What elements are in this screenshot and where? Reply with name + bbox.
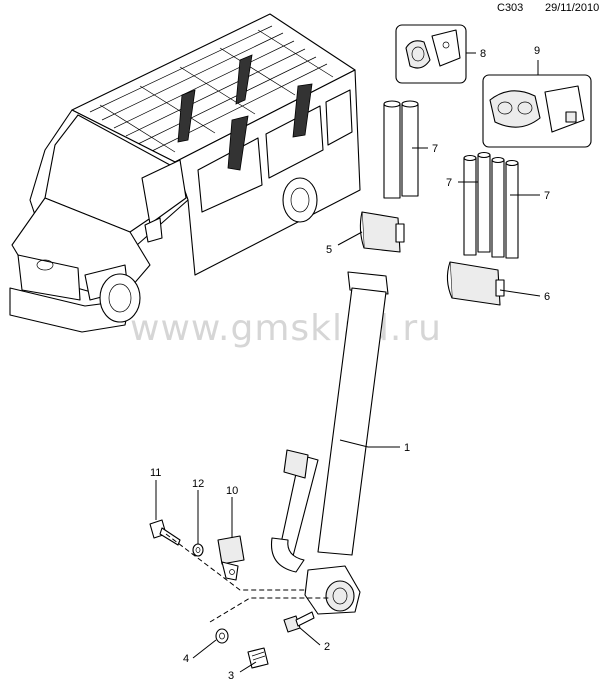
callout-1: 1 (404, 442, 410, 454)
part-5-cap (359, 211, 405, 253)
diagram-date: 29/11/2010 (545, 2, 600, 14)
callout-7-left: 7 (446, 177, 452, 189)
callout-2: 2 (324, 641, 330, 653)
leader-lines (155, 52, 541, 673)
part-7-tubes-quad (463, 151, 519, 259)
callout-12: 12 (192, 478, 204, 490)
part-1-seatbelt (270, 271, 389, 615)
part-12-washer (192, 543, 204, 557)
callout-6: 6 (544, 291, 550, 303)
callout-8: 8 (480, 48, 486, 60)
diagram-code: C303 (497, 2, 524, 14)
callout-labels: 1 2 3 4 5 6 7 7 7 8 9 10 11 12 (150, 45, 550, 682)
assembly-line-lower (209, 597, 330, 623)
part-6-cap (446, 261, 505, 306)
callout-3: 3 (228, 670, 234, 682)
assembly-line-upper (165, 533, 305, 591)
part-7-tubes-pair (383, 100, 419, 199)
part-8-cover (395, 24, 467, 84)
part-2-bolt (283, 611, 315, 633)
part-3-bolt (247, 647, 269, 669)
callout-11: 11 (150, 467, 161, 479)
van-illustration (9, 13, 361, 333)
part-9-cover (482, 74, 592, 148)
callout-4: 4 (183, 653, 189, 665)
callout-7-right: 7 (544, 190, 550, 202)
part-10-bracket (217, 535, 245, 581)
callout-10: 10 (226, 485, 238, 497)
callout-7-upper: 7 (432, 143, 438, 155)
callout-5: 5 (326, 244, 332, 256)
watermark-text: www.gmsklad.ru (130, 308, 442, 349)
callout-9: 9 (534, 45, 540, 57)
part-4-washer (215, 628, 229, 644)
